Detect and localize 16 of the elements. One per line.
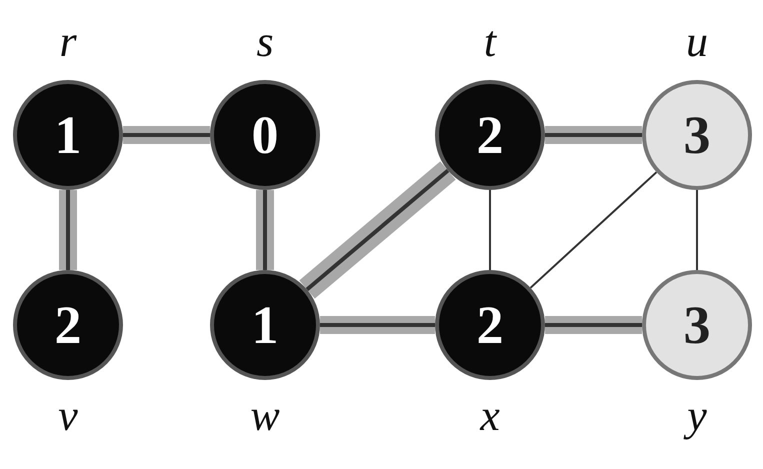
distance-label: 2 [54,298,82,352]
vertex-name: t [482,20,498,64]
vertex-name: x [478,394,501,438]
distance-label: 2 [476,108,504,162]
distance-label: 3 [684,108,710,162]
vertex-name: y [667,394,727,438]
distance-label: 3 [684,298,710,352]
distance-label: 0 [252,108,278,162]
vertex-name: v [57,394,79,438]
distance-label: 1 [252,298,278,352]
vertex-name: u [685,20,709,64]
distance-label: 2 [476,298,504,352]
vertex-name: r [58,20,78,64]
vertex-name: s [255,20,275,64]
vertex-name: w [249,394,281,438]
distance-label: 1 [54,108,82,162]
